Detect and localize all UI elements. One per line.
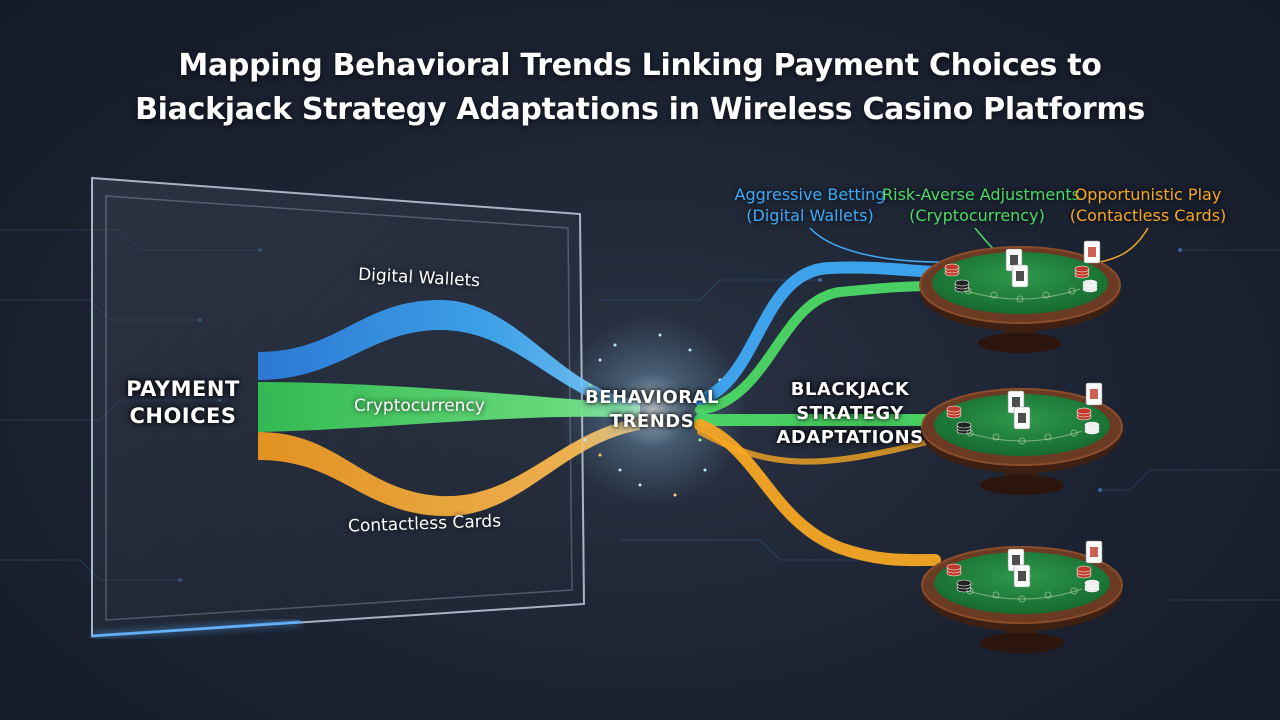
strategy-opportunistic: Opportunistic Play (Contactless Cards) [1066, 184, 1230, 226]
page-title-line-2: Biackjack Strategy Adaptations in Wirele… [135, 92, 1145, 127]
strategy-aggressive-line-2: (Digital Wallets) [746, 206, 874, 225]
flow-cryptocurrency [258, 382, 640, 432]
strategy-aggressive-line-1: Aggressive Betting [734, 185, 886, 204]
payment-choices-label: PAYMENT CHOICES [116, 376, 250, 430]
flow-to-opportunistic [694, 419, 941, 567]
strategy-risk-averse: Risk-Averse Adjustments (Cryptocurrency) [882, 184, 1080, 226]
playing-card [1085, 540, 1103, 564]
playing-card [1085, 382, 1103, 406]
flow-label-cryptocurrency: Cryptocurrency [354, 396, 485, 416]
behavioral-trends-line-1: BEHAVIORAL [585, 387, 719, 408]
behavioral-trends-label: BEHAVIORAL TRENDS [574, 386, 730, 434]
playing-card [1013, 406, 1031, 430]
strategy-aggressive: Aggressive Betting (Digital Wallets) [730, 184, 890, 226]
blackjack-strategy-label: BLACKJACK STRATEGY ADAPTATIONS [764, 378, 936, 450]
blackjack-strategy-line-3: ADAPTATIONS [776, 427, 924, 448]
flow-digital-wallets [258, 300, 640, 412]
flow-to-risk-averse [694, 281, 941, 427]
blackjack-tables [919, 240, 1123, 653]
playing-card [1011, 264, 1029, 288]
sparkle-dots [583, 333, 722, 497]
strategy-risk-averse-line-1: Risk-Averse Adjustments [882, 185, 1080, 204]
flow-contactless-cards [258, 418, 640, 517]
payment-choices-line-2: CHOICES [129, 404, 237, 428]
blackjack-table [921, 540, 1123, 653]
playing-card [1083, 240, 1101, 264]
page-title-line-1: Mapping Behavioral Trends Linking Paymen… [178, 48, 1102, 83]
blackjack-strategy-line-1: BLACKJACK [790, 379, 910, 400]
strategy-risk-averse-line-2: (Cryptocurrency) [909, 206, 1045, 225]
blackjack-table [919, 240, 1121, 353]
behavioral-trends-line-2: TRENDS [609, 411, 695, 432]
blackjack-strategy-line-2: STRATEGY [796, 403, 904, 424]
playing-card [1013, 564, 1031, 588]
payment-choices-line-1: PAYMENT [126, 377, 240, 401]
flow-to-aggressive [694, 261, 941, 406]
blackjack-table [921, 382, 1123, 495]
strategy-opportunistic-line-2: (Contactless Cards) [1069, 206, 1227, 225]
strategy-opportunistic-line-1: Opportunistic Play [1074, 185, 1222, 204]
trend-burst [557, 315, 747, 505]
